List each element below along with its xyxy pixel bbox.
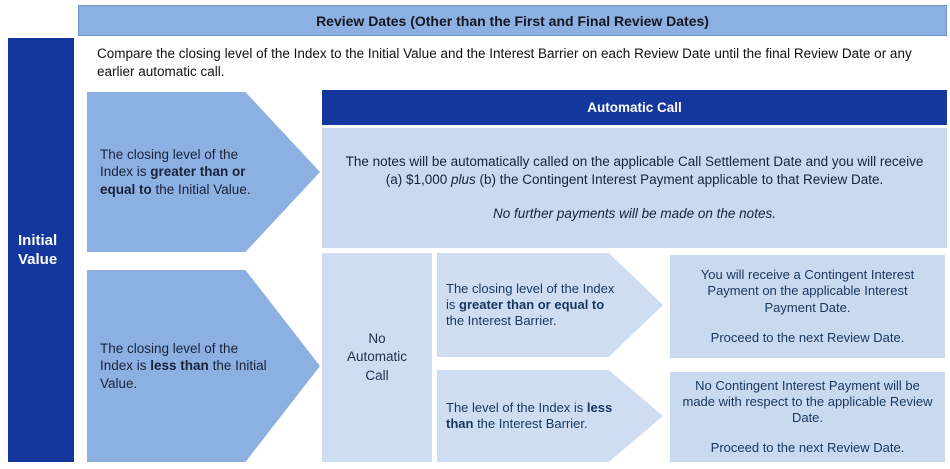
initial-value-label-bar: Initial Value <box>8 38 74 462</box>
auto-call-text-post: (b) the Contingent Interest Payment appl… <box>475 171 884 187</box>
initial-value-label: Initial Value <box>18 231 58 269</box>
automatic-call-header: Automatic Call <box>322 90 947 125</box>
automatic-call-body-text: The notes will be automatically called o… <box>340 153 930 188</box>
branch-text-pre: The closing level of the Index is <box>100 147 239 180</box>
no-contingent-interest-payment-box: No Contingent Interest Payment will be m… <box>670 372 945 462</box>
intro-text: Compare the closing level of the Index t… <box>97 46 912 79</box>
auto-call-text-italic: plus <box>451 171 476 187</box>
branch-text-pre: The closing level of the Index is <box>100 341 239 374</box>
auto-call-text-pre: The notes will be automatically called o… <box>345 154 924 187</box>
sub-branch-text-post: the Interest Barrier. <box>473 416 588 431</box>
sub-branch-text-post: the Interest Barrier. <box>446 312 557 328</box>
branch-arrow-index-lt-initial-value: The closing level of the Index is less t… <box>87 270 320 462</box>
contingent-interest-payment-box: You will receive a Contingent Interest P… <box>670 255 945 358</box>
branch-arrow-text: The closing level of the Index is greate… <box>87 146 272 198</box>
branch-text-bold: greater than or equal to <box>100 164 246 197</box>
branch-text-bold: less than <box>150 358 209 374</box>
outcome-line1: No Contingent Interest Payment will be m… <box>682 377 933 426</box>
outcome-line2: Proceed to the next Review Date. <box>710 440 905 456</box>
outcome-line1: You will receive a Contingent Interest P… <box>700 267 915 315</box>
branch-arrow-index-gte-initial-value: The closing level of the Index is greate… <box>87 92 320 252</box>
outcome-line2: Proceed to the next Review Date. <box>710 329 905 345</box>
sub-branch-text-bold: greater than or equal to <box>459 297 605 313</box>
sub-branch-text-pre: The closing level of the Index is <box>446 281 615 313</box>
page-title: Review Dates (Other than the First and F… <box>78 5 947 36</box>
sub-branch-arrow-text: The closing level of the Index is greate… <box>437 281 617 329</box>
branch-text-post: the Initial Value. <box>100 358 267 391</box>
sub-branch-text-bold: less than <box>446 400 613 431</box>
page-title-text: Review Dates (Other than the First and F… <box>316 12 709 29</box>
automatic-call-note: No further payments will be made on the … <box>493 206 776 222</box>
sub-branch-text-pre: The level of the Index is <box>446 400 587 416</box>
branch-arrow-text: The closing level of the Index is less t… <box>87 340 272 392</box>
automatic-call-title: Automatic Call <box>587 100 682 115</box>
branch-text-post: the Initial Value. <box>151 181 251 197</box>
sub-branch-arrow-index-gte-interest-barrier: The closing level of the Index is greate… <box>437 253 663 357</box>
sub-branch-arrow-index-lt-interest-barrier: The level of the Index is less than the … <box>437 370 663 462</box>
sub-branch-arrow-text: The level of the Index is less than the … <box>437 400 617 432</box>
no-automatic-call-label: No Automatic Call <box>346 331 408 383</box>
automatic-call-outcome-box: The notes will be automatically called o… <box>322 128 947 248</box>
no-automatic-call-box: No Automatic Call <box>322 253 432 462</box>
